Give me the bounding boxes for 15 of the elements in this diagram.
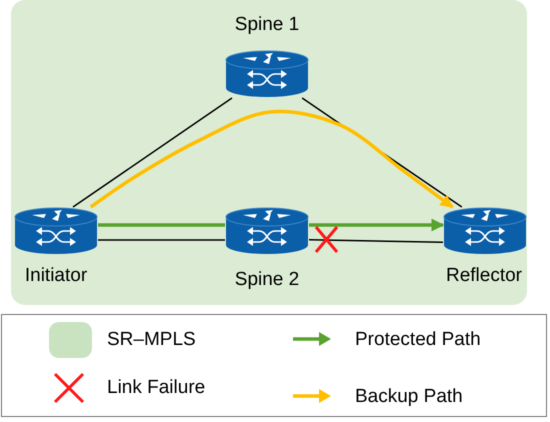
region-background bbox=[11, 0, 527, 305]
path-arrow bbox=[309, 218, 444, 232]
path-arrow bbox=[90, 110, 454, 208]
node-label: Reflector bbox=[444, 265, 524, 287]
link-line bbox=[308, 239, 444, 243]
node-label: Spine 1 bbox=[234, 14, 300, 36]
link-line bbox=[98, 239, 225, 241]
link-line bbox=[72, 97, 232, 208]
legend-label: Link Failure bbox=[107, 377, 206, 399]
node-label: Initiator bbox=[24, 265, 88, 287]
legend-label: Backup Path bbox=[355, 386, 463, 408]
legend-label: Protected Path bbox=[355, 329, 481, 351]
link-line bbox=[98, 223, 225, 227]
node-label: Spine 2 bbox=[234, 269, 300, 291]
legend-label: SR–MPLS bbox=[107, 329, 196, 351]
